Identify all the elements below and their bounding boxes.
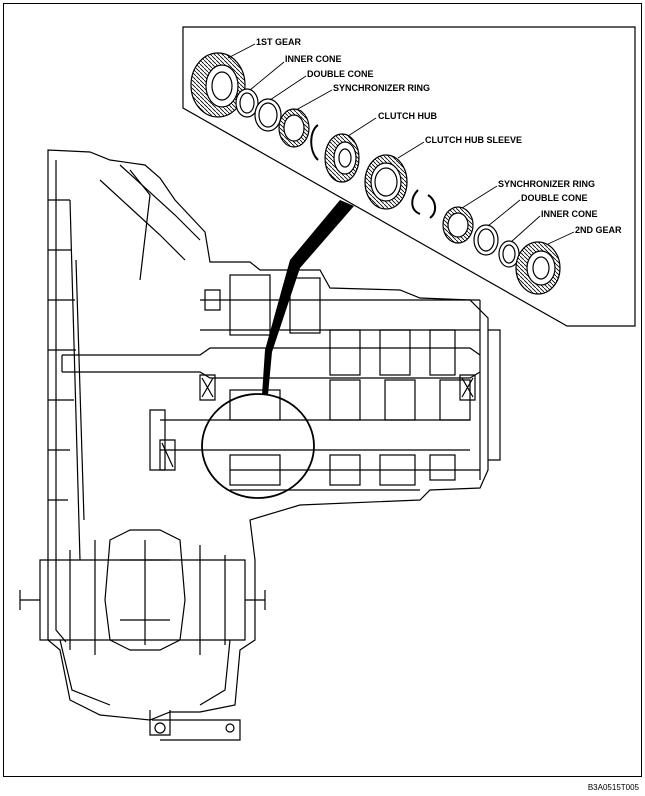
differential-assembly	[19, 529, 266, 741]
exploded-parts	[190, 52, 561, 295]
first-gear-part	[190, 52, 246, 118]
label-leaders	[227, 43, 575, 245]
detail-callout-circle	[201, 393, 315, 499]
label-synchronizer-ring-2: SYNCHRONIZER RING	[498, 179, 595, 189]
inner-cone-part-2	[498, 240, 520, 268]
callout-leader	[262, 200, 354, 395]
second-gear-part	[515, 241, 561, 295]
inner-cone-part	[235, 88, 259, 118]
label-inner-cone-2: INNER CONE	[541, 209, 598, 219]
label-1st-gear: 1ST GEAR	[256, 37, 302, 47]
synchronizer-ring-part-2	[442, 206, 474, 244]
label-double-cone-1: DOUBLE CONE	[307, 69, 374, 79]
figure-code: B3A0515T005	[587, 783, 639, 792]
clutch-hub-sleeve-part	[364, 154, 408, 210]
label-clutch-hub: CLUTCH HUB	[378, 111, 437, 121]
synchronizer-ring-part-1	[278, 108, 310, 148]
clutch-hub-part	[324, 133, 360, 183]
shaft-assembly	[61, 274, 481, 491]
exploded-view-panel	[182, 26, 636, 327]
label-clutch-hub-sleeve: CLUTCH HUB SLEEVE	[425, 135, 522, 145]
part-labels: 1ST GEAR INNER CONE DOUBLE CONE SYNCHRON…	[256, 37, 622, 235]
snap-ring-part-1	[310, 124, 319, 161]
label-synchronizer-ring-1: SYNCHRONIZER RING	[333, 83, 430, 93]
label-double-cone-2: DOUBLE CONE	[521, 193, 588, 203]
double-cone-part-2	[473, 224, 499, 256]
transmission-case	[47, 149, 501, 721]
figure-border	[3, 3, 642, 777]
double-cone-part	[254, 98, 282, 132]
snap-ring-part-2	[411, 189, 436, 219]
label-inner-cone-1: INNER CONE	[285, 54, 342, 64]
label-2nd-gear: 2ND GEAR	[575, 225, 622, 235]
